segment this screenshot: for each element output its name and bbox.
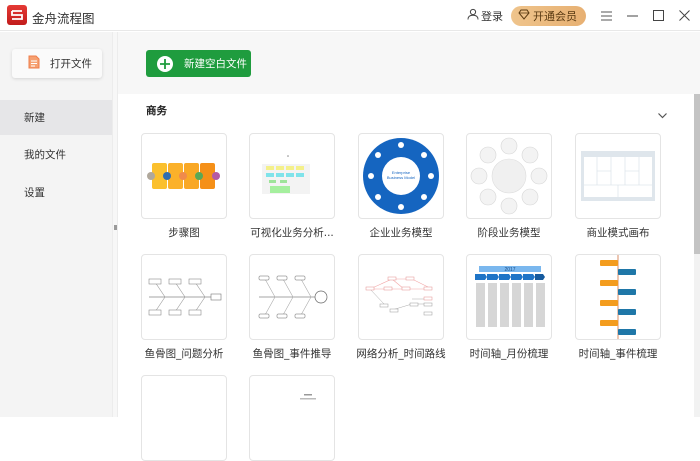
template-card-fishbone-1[interactable] xyxy=(141,254,227,340)
svg-text:Business Model: Business Model xyxy=(387,175,415,180)
fishbone-problem-thumbnail xyxy=(148,278,222,316)
template-card-stage-model[interactable] xyxy=(466,133,552,219)
template-label: 时间轴_月份梳理 xyxy=(469,348,549,360)
template-card-visual-analysis[interactable] xyxy=(249,133,335,219)
template-label: 鱼骨图_事件推导 xyxy=(252,348,332,360)
template-label: 步骤图 xyxy=(168,227,200,239)
template-card-steps[interactable] xyxy=(141,133,227,219)
sidebar-item-my-files[interactable]: 我的文件 xyxy=(0,137,112,172)
maximize-icon xyxy=(652,6,664,25)
menu-icon xyxy=(600,6,612,25)
template-label: 商业模式画布 xyxy=(586,227,650,239)
diamond-icon xyxy=(518,9,533,23)
template-card-timeline-event[interactable] xyxy=(575,254,661,340)
partial-thumbnail xyxy=(300,394,316,400)
template-label: 鱼骨图_问题分析 xyxy=(144,348,224,360)
template-card-business-canvas[interactable] xyxy=(575,133,661,219)
steps-thumbnail xyxy=(147,163,220,189)
sidebar-item-label: 新建 xyxy=(24,112,45,124)
network-route-thumbnail xyxy=(365,276,433,316)
sidebar-splitter[interactable] xyxy=(112,32,118,417)
maximize-button[interactable] xyxy=(648,6,668,26)
sidebar-item-new[interactable]: 新建 xyxy=(0,100,112,135)
template-card-enterprise-model[interactable]: Enterprise Business Model xyxy=(358,133,444,219)
template-label: 阶段业务模型 xyxy=(477,227,541,239)
plus-icon xyxy=(157,55,173,72)
close-button[interactable] xyxy=(674,6,694,26)
app-title: 金舟流程图 xyxy=(32,11,95,26)
login-button[interactable]: 登录 xyxy=(467,8,503,24)
sidebar-item-settings[interactable]: 设置 xyxy=(0,175,112,210)
main-panel: 新建空白文件 商务 步骤图 可视化业务分析... xyxy=(118,32,700,461)
user-icon xyxy=(467,8,481,23)
section-title-business: 商务 xyxy=(146,105,167,117)
sidebar-item-label: 我的文件 xyxy=(24,149,66,161)
chevron-down-icon[interactable] xyxy=(658,104,667,123)
sidebar: 打开文件 新建 我的文件 设置 xyxy=(0,32,112,417)
template-card-partial[interactable] xyxy=(249,375,335,461)
title-bar: 金舟流程图 登录 开通会员 xyxy=(0,0,700,31)
open-file-label: 打开文件 xyxy=(50,58,92,70)
close-icon xyxy=(678,6,690,25)
template-label: 网络分析_时间路线 xyxy=(356,348,446,360)
splitter-handle[interactable] xyxy=(114,225,117,230)
timeline-event-thumbnail xyxy=(600,255,636,339)
open-file-button[interactable]: 打开文件 xyxy=(12,49,102,78)
app-logo-icon xyxy=(7,5,27,25)
template-label: 时间轴_事件梳理 xyxy=(578,348,658,360)
vip-label: 开通会员 xyxy=(533,9,577,23)
visual-analysis-thumbnail xyxy=(262,155,310,194)
template-label: 可视化业务分析... xyxy=(250,227,334,239)
business-canvas-thumbnail xyxy=(581,151,655,201)
new-blank-file-button[interactable]: 新建空白文件 xyxy=(146,50,251,77)
minimize-icon xyxy=(626,6,638,25)
enterprise-model-thumbnail: Enterprise Business Model xyxy=(363,138,439,214)
menu-button[interactable] xyxy=(596,6,616,26)
template-card-blank[interactable] xyxy=(141,375,227,461)
template-card-timeline-month[interactable]: 2017 xyxy=(466,254,552,340)
new-blank-file-label: 新建空白文件 xyxy=(184,58,247,70)
template-card-fishbone-2[interactable] xyxy=(249,254,335,340)
template-label: 企业业务模型 xyxy=(369,227,433,239)
sidebar-item-label: 设置 xyxy=(24,187,45,199)
document-icon xyxy=(12,55,50,72)
timeline-month-thumbnail: 2017 xyxy=(475,266,545,327)
stage-model-thumbnail xyxy=(470,137,548,215)
minimize-button[interactable] xyxy=(622,6,642,26)
fishbone-event-thumbnail xyxy=(258,275,328,319)
svg-text:Enterprise: Enterprise xyxy=(392,170,411,175)
vertical-scrollbar[interactable] xyxy=(694,94,700,417)
scrollbar-thumb[interactable] xyxy=(694,94,700,254)
action-band: 新建空白文件 xyxy=(118,32,700,94)
vip-button[interactable]: 开通会员 xyxy=(511,5,586,26)
svg-text:2017: 2017 xyxy=(504,267,515,273)
login-label: 登录 xyxy=(481,9,503,23)
template-card-network[interactable] xyxy=(358,254,444,340)
